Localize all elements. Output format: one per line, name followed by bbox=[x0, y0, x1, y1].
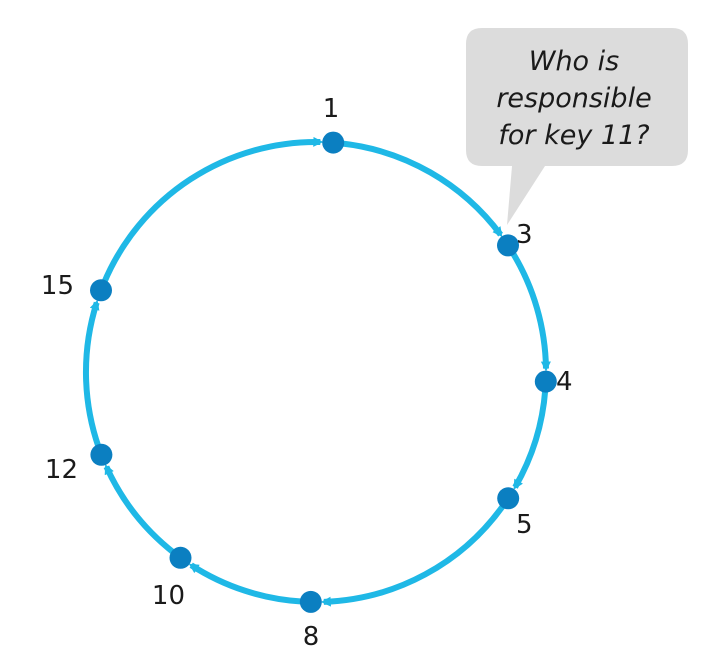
node-4 bbox=[534, 370, 557, 393]
callout-line-1: Who is bbox=[529, 46, 619, 77]
node-8 bbox=[299, 590, 322, 613]
edge-5-to-8 bbox=[320, 502, 507, 607]
ring-nodes bbox=[90, 131, 557, 613]
edge-15-to-1 bbox=[101, 136, 324, 285]
ring-labels: 1 3 4 5 8 10 12 15 bbox=[41, 94, 573, 652]
node-label-5: 5 bbox=[516, 510, 533, 540]
callout: Who is responsible for key 11? bbox=[466, 28, 688, 225]
edge-4-to-5 bbox=[512, 389, 549, 490]
node-label-15: 15 bbox=[41, 271, 74, 301]
edge-1-to-3 bbox=[340, 140, 504, 238]
node-label-12: 12 bbox=[45, 455, 78, 485]
edge-12-to-15 bbox=[82, 299, 102, 449]
node-12 bbox=[90, 443, 113, 466]
node-label-1: 1 bbox=[323, 94, 340, 124]
node-5 bbox=[497, 487, 520, 510]
node-15 bbox=[90, 279, 112, 302]
node-3 bbox=[497, 234, 519, 257]
ring-edges bbox=[82, 136, 551, 607]
callout-line-3: for key 11? bbox=[498, 120, 649, 151]
edge-3-to-4 bbox=[509, 250, 551, 372]
node-label-10: 10 bbox=[152, 581, 185, 611]
node-10 bbox=[169, 546, 192, 569]
edge-8-to-10 bbox=[188, 562, 304, 605]
node-label-8: 8 bbox=[303, 622, 320, 652]
callout-bubble bbox=[466, 28, 688, 225]
callout-line-2: responsible bbox=[496, 83, 651, 114]
node-label-4: 4 bbox=[556, 367, 573, 397]
node-label-3: 3 bbox=[516, 220, 533, 250]
node-1 bbox=[322, 131, 345, 154]
edge-10-to-12 bbox=[103, 464, 177, 556]
